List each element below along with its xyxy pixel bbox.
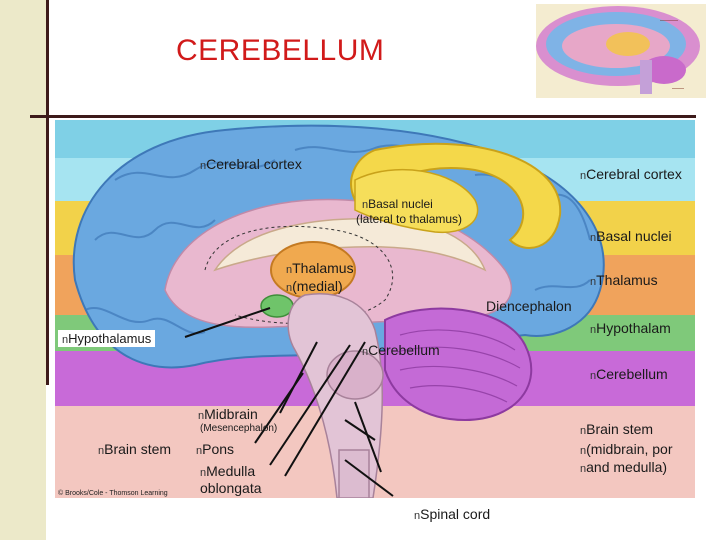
label-text: Medulla — [206, 463, 256, 479]
label-thalamus-right: nThalamus — [590, 272, 658, 288]
label-text: (medial) — [292, 278, 343, 294]
label-thalamus-left: nThalamus — [286, 260, 354, 276]
label-cerebral-cortex-right: nCerebral cortex — [580, 166, 682, 182]
label-text: Basal nuclei — [368, 197, 433, 211]
bullet-icon: n — [580, 445, 587, 457]
bullet-icon: n — [590, 324, 597, 336]
hypothalamus-shape — [260, 294, 294, 318]
label-text: Spinal cord — [420, 506, 491, 522]
label-text: Cerebral cortex — [586, 166, 682, 182]
label-brain-stem-right-3: nand medulla) — [580, 459, 667, 475]
label-basal-nuclei-line2: (lateral to thalamus) — [356, 212, 463, 226]
bullet-icon: n — [590, 276, 597, 288]
label-text: Pons — [202, 441, 235, 457]
label-text: Brain stem — [586, 421, 654, 437]
bullet-icon: n — [362, 199, 369, 211]
bullet-icon: n — [362, 346, 369, 358]
label-midbrain: nMidbrain — [198, 406, 258, 422]
label-cerebral-cortex-left: nCerebral cortex — [200, 156, 302, 172]
bullet-icon: n — [200, 160, 207, 172]
label-basal-nuclei-right: nBasal nuclei — [590, 228, 672, 244]
label-text: Hypothalamus — [68, 331, 152, 346]
label-text: Thalamus — [596, 272, 658, 288]
svg-text:———: ——— — [660, 18, 678, 24]
label-brain-stem-right-2: n(midbrain, por — [580, 441, 673, 457]
bullet-icon: n — [286, 264, 293, 276]
bullet-icon: n — [98, 445, 105, 457]
sidebar-strip — [0, 0, 46, 540]
bullet-icon: n — [196, 445, 203, 457]
label-basal-nuclei-line1: nBasal nuclei — [362, 197, 433, 211]
bullet-icon: n — [414, 510, 421, 522]
bullet-icon: n — [580, 170, 587, 182]
label-text: Brain stem — [104, 441, 172, 457]
bullet-icon: n — [590, 370, 597, 382]
label-brain-stem-left: nBrain stem — [98, 441, 171, 457]
label-text: and medulla) — [586, 459, 668, 475]
cerebellum-folia — [396, 329, 521, 403]
label-brain-stem-right-1: nBrain stem — [580, 421, 653, 437]
label-medulla-line2: oblongata — [200, 480, 262, 496]
bullet-icon: n — [62, 334, 69, 346]
bullet-icon: n — [286, 282, 293, 294]
label-text: Basal nuclei — [596, 228, 672, 244]
label-text: Cerebellum — [596, 366, 668, 382]
slide-title: CEREBELLUM — [176, 34, 385, 67]
cerebellum-shape — [384, 307, 533, 422]
label-cerebellum-center: nCerebellum — [362, 342, 440, 358]
pons-shape — [326, 350, 384, 400]
label-text: (midbrain, por — [586, 441, 673, 457]
sidebar-divider — [46, 0, 49, 385]
diencephalon-outline — [204, 225, 394, 324]
label-hypothalamus-left: nHypothalamus — [58, 330, 156, 347]
leader-lines — [184, 307, 394, 497]
bullet-icon: n — [198, 410, 205, 422]
label-medulla-line1: nMedulla — [200, 463, 255, 479]
svg-text:——: —— — [672, 86, 684, 92]
label-text: Midbrain — [204, 406, 258, 422]
basal-nuclei-body — [354, 168, 479, 234]
image-credit: © Brooks/Cole - Thomson Learning — [58, 490, 168, 497]
title-divider — [30, 115, 696, 118]
label-text: Thalamus — [292, 260, 354, 276]
bullet-icon: n — [200, 467, 207, 479]
label-mesencephalon: (Mesencephalon) — [200, 423, 278, 434]
brain-section-diagram — [72, 124, 605, 498]
brain-thumbnail-image: ——— —— — [532, 0, 710, 102]
brain-stem-shape — [287, 293, 383, 498]
label-diencephalon: Diencephalon — [486, 298, 572, 314]
label-pons: nPons — [196, 441, 234, 457]
bullet-icon: n — [580, 463, 587, 475]
label-text: Hypothalam — [596, 320, 671, 336]
label-thalamus-medial: n(medial) — [286, 278, 343, 294]
label-hypothalamus-right: nHypothalam — [590, 320, 671, 336]
bullet-icon: n — [590, 232, 597, 244]
label-spinal-cord: nSpinal cord — [414, 506, 490, 522]
label-text: Cerebellum — [368, 342, 440, 358]
bullet-icon: n — [580, 425, 587, 437]
label-text: Cerebral cortex — [206, 156, 302, 172]
label-cerebellum-right: nCerebellum — [590, 366, 668, 382]
